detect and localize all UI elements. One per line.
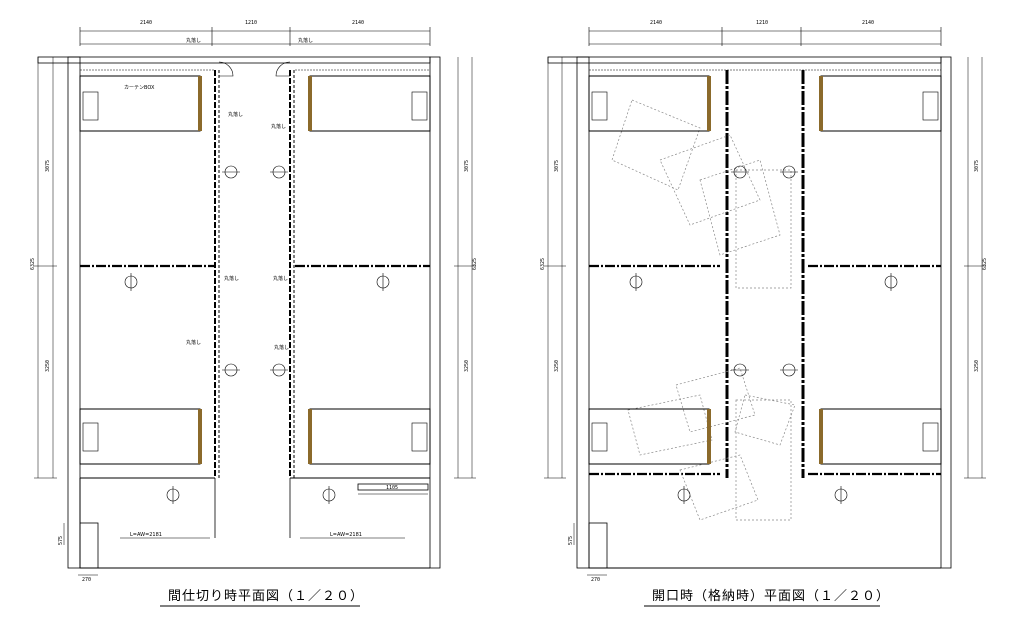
left-top-dim-1: 2140 (140, 20, 152, 26)
bed-bottom-right (308, 408, 431, 465)
left-dim-1105: 1105 (386, 485, 398, 491)
note-curtain-box: カーテンBOX (124, 85, 155, 91)
note-drop-d: 丸落し (273, 275, 288, 282)
left-leftside-dim-3: 6325 (30, 258, 36, 270)
right-plan-caption: 開口時（格納時）平面図（１／２０） (652, 588, 890, 604)
right-leftside-dim-2: 3250 (554, 360, 560, 372)
left-bottom-right-label: L=AW=2181 (330, 532, 362, 538)
dashed-panel-outlines (611, 99, 796, 521)
note-drop-f: 丸落し (274, 344, 289, 351)
left-plan-caption: 間仕切り時平面図（１／２０） (168, 589, 364, 604)
section-markers-left (124, 165, 390, 504)
right-dim-270: 270 (591, 577, 600, 583)
note-drop-c: 丸落し (224, 275, 239, 282)
right-top-dim-3: 2140 (862, 20, 874, 26)
left-rightside-dim-3: 6325 (472, 258, 478, 270)
note-drop-e: 丸落し (186, 339, 201, 346)
right-rightside-dim-3: 6325 (982, 258, 988, 270)
note-drop-b: 丸落し (271, 123, 286, 130)
left-caption-group: 間仕切り時平面図（１／２０） (160, 589, 364, 607)
left-top-dim-3: 2140 (352, 20, 364, 26)
right-rightside-dim-1: 3075 (974, 160, 980, 172)
right-rightside-dim-2: 3250 (974, 360, 980, 372)
bed-r-bottom-left (588, 408, 711, 465)
left-top-dim-2: 1210 (245, 20, 257, 26)
left-leftside-dim-1: 3075 (45, 160, 51, 172)
left-rightside-dim-1: 3075 (464, 160, 470, 172)
left-dim-575: 575 (58, 536, 64, 545)
right-dim-labels: 2140 1210 2140 3075 3250 6325 3075 3250 … (540, 20, 988, 583)
note-drop-left-top: 丸落し (186, 37, 201, 44)
right-dim-575: 575 (568, 536, 574, 545)
bed-top-left (79, 75, 202, 132)
right-plan (544, 27, 986, 576)
bed-top-right (308, 75, 431, 132)
left-rightside-dim-2: 3250 (464, 360, 470, 372)
note-drop-a: 丸落し (228, 111, 243, 118)
note-drop-right-top: 丸落し (298, 37, 313, 44)
bed-r-top-right (819, 75, 942, 132)
bed-r-bottom-right (819, 408, 942, 465)
section-markers-right (629, 165, 898, 504)
right-caption-group: 開口時（格納時）平面図（１／２０） (644, 588, 890, 607)
right-top-dim-1: 2140 (650, 20, 662, 26)
left-leftside-dim-2: 3250 (45, 360, 51, 372)
bed-r-top-left (588, 75, 711, 132)
left-dim-labels: 2140 1210 2140 3075 3250 6325 3075 3250 … (30, 20, 478, 583)
right-leftside-dim-3: 6325 (540, 258, 546, 270)
right-leftside-dim-1: 3075 (554, 160, 560, 172)
bed-bottom-left (79, 408, 202, 465)
left-bottom-left-label: L=AW=2181 (130, 532, 162, 538)
left-plan (34, 27, 476, 576)
left-dim-270: 270 (82, 577, 91, 583)
right-top-dim-2: 1210 (756, 20, 768, 26)
